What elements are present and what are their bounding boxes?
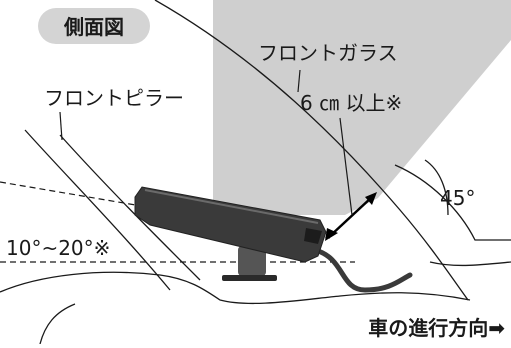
pillar-label: フロントピラー <box>44 86 184 110</box>
title-label: 側面図 <box>63 15 124 39</box>
device-top-highlight <box>144 189 319 224</box>
angle-range-label: 10°~20°※ <box>6 236 110 260</box>
hood-lower-curve <box>429 261 511 267</box>
device-base <box>222 275 277 281</box>
dashboard-contour <box>0 271 471 305</box>
distance-label: 6 ㎝ 以上※ <box>300 91 402 115</box>
lower-body-curve <box>39 303 76 345</box>
front-pillar-line-outer <box>24 129 171 291</box>
clearance-zone <box>213 0 511 215</box>
windshield-line <box>154 0 469 301</box>
distance-leader <box>339 117 353 216</box>
device-body <box>134 186 327 263</box>
angle-45-arc <box>424 159 449 216</box>
pillar-leader <box>59 111 63 141</box>
windshield-leader <box>297 69 301 93</box>
reference-line-tilted <box>0 181 331 239</box>
angle-45-label: 45° <box>440 186 475 210</box>
distance-arrow <box>325 192 377 241</box>
hood-curve <box>394 164 511 241</box>
device-cable <box>312 247 413 293</box>
title-badge <box>38 8 150 44</box>
direction-label: 車の進行方向➡ <box>368 316 505 340</box>
device-unit <box>134 186 413 293</box>
device-bracket <box>238 246 266 276</box>
windshield-label: フロントガラス <box>258 41 398 65</box>
device-lens <box>304 228 322 244</box>
